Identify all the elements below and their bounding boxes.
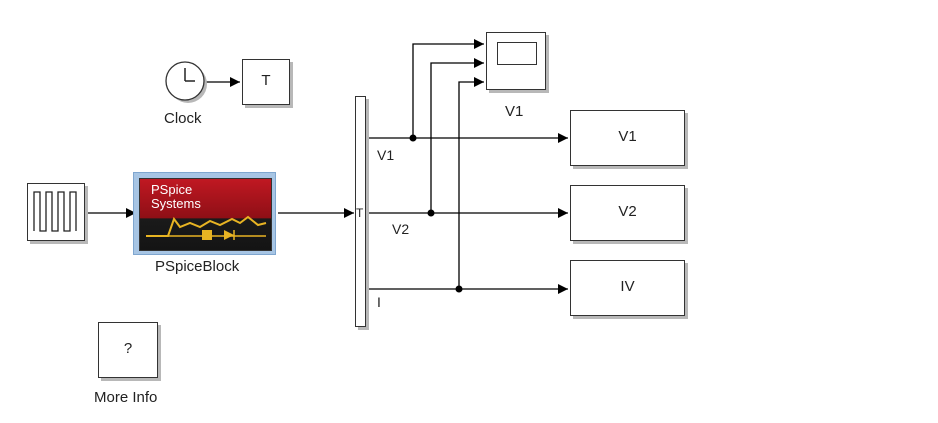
i-branch-to-scope[interactable] — [458, 77, 484, 289]
pulse-wave-icon — [33, 191, 77, 232]
clock-icon — [165, 61, 207, 103]
v1-branch-to-scope[interactable] — [412, 39, 484, 138]
demux-block[interactable] — [355, 96, 366, 327]
scope-screen-icon — [497, 42, 537, 65]
display-v2-text: V2 — [618, 203, 637, 220]
to-workspace-t-block[interactable]: T — [242, 59, 290, 105]
display-iv-block[interactable]: IV — [570, 260, 685, 316]
demux-input-label: T — [356, 206, 364, 220]
signal-label-v1: V1 — [377, 147, 395, 163]
clock-block[interactable] — [165, 61, 207, 103]
more-info-block[interactable]: ? — [98, 322, 158, 378]
pulse-generator-block[interactable] — [27, 183, 85, 241]
scope-block[interactable] — [486, 32, 546, 90]
v1-branch-point — [409, 134, 417, 142]
pspice-logo-line1: PSpice — [151, 182, 193, 197]
pspice-logo: PSpice Systems — [139, 178, 272, 251]
signal-label-v2: V2 — [392, 221, 410, 237]
to-workspace-t-text: T — [261, 72, 271, 89]
more-info-question-text: ? — [123, 340, 133, 357]
pspice-label: PSpiceBlock — [155, 258, 240, 275]
more-info-label: More Info — [94, 389, 158, 406]
pspice-logo-line2: Systems — [151, 196, 201, 211]
v2-branch-point — [427, 209, 435, 217]
display-v2-block[interactable]: V2 — [570, 185, 685, 241]
v2-branch-to-scope[interactable] — [430, 58, 484, 213]
clock-label: Clock — [164, 110, 202, 127]
pspice-waveform-icon — [146, 215, 267, 240]
display-v1-text: V1 — [618, 128, 637, 145]
signal-label-i: I — [377, 294, 381, 310]
pspice-block[interactable]: PSpice Systems — [133, 172, 276, 255]
display-iv-text: IV — [620, 278, 635, 295]
i-branch-point — [455, 285, 463, 293]
display-v1-block[interactable]: V1 — [570, 110, 685, 166]
scope-label: V1 — [505, 103, 524, 120]
